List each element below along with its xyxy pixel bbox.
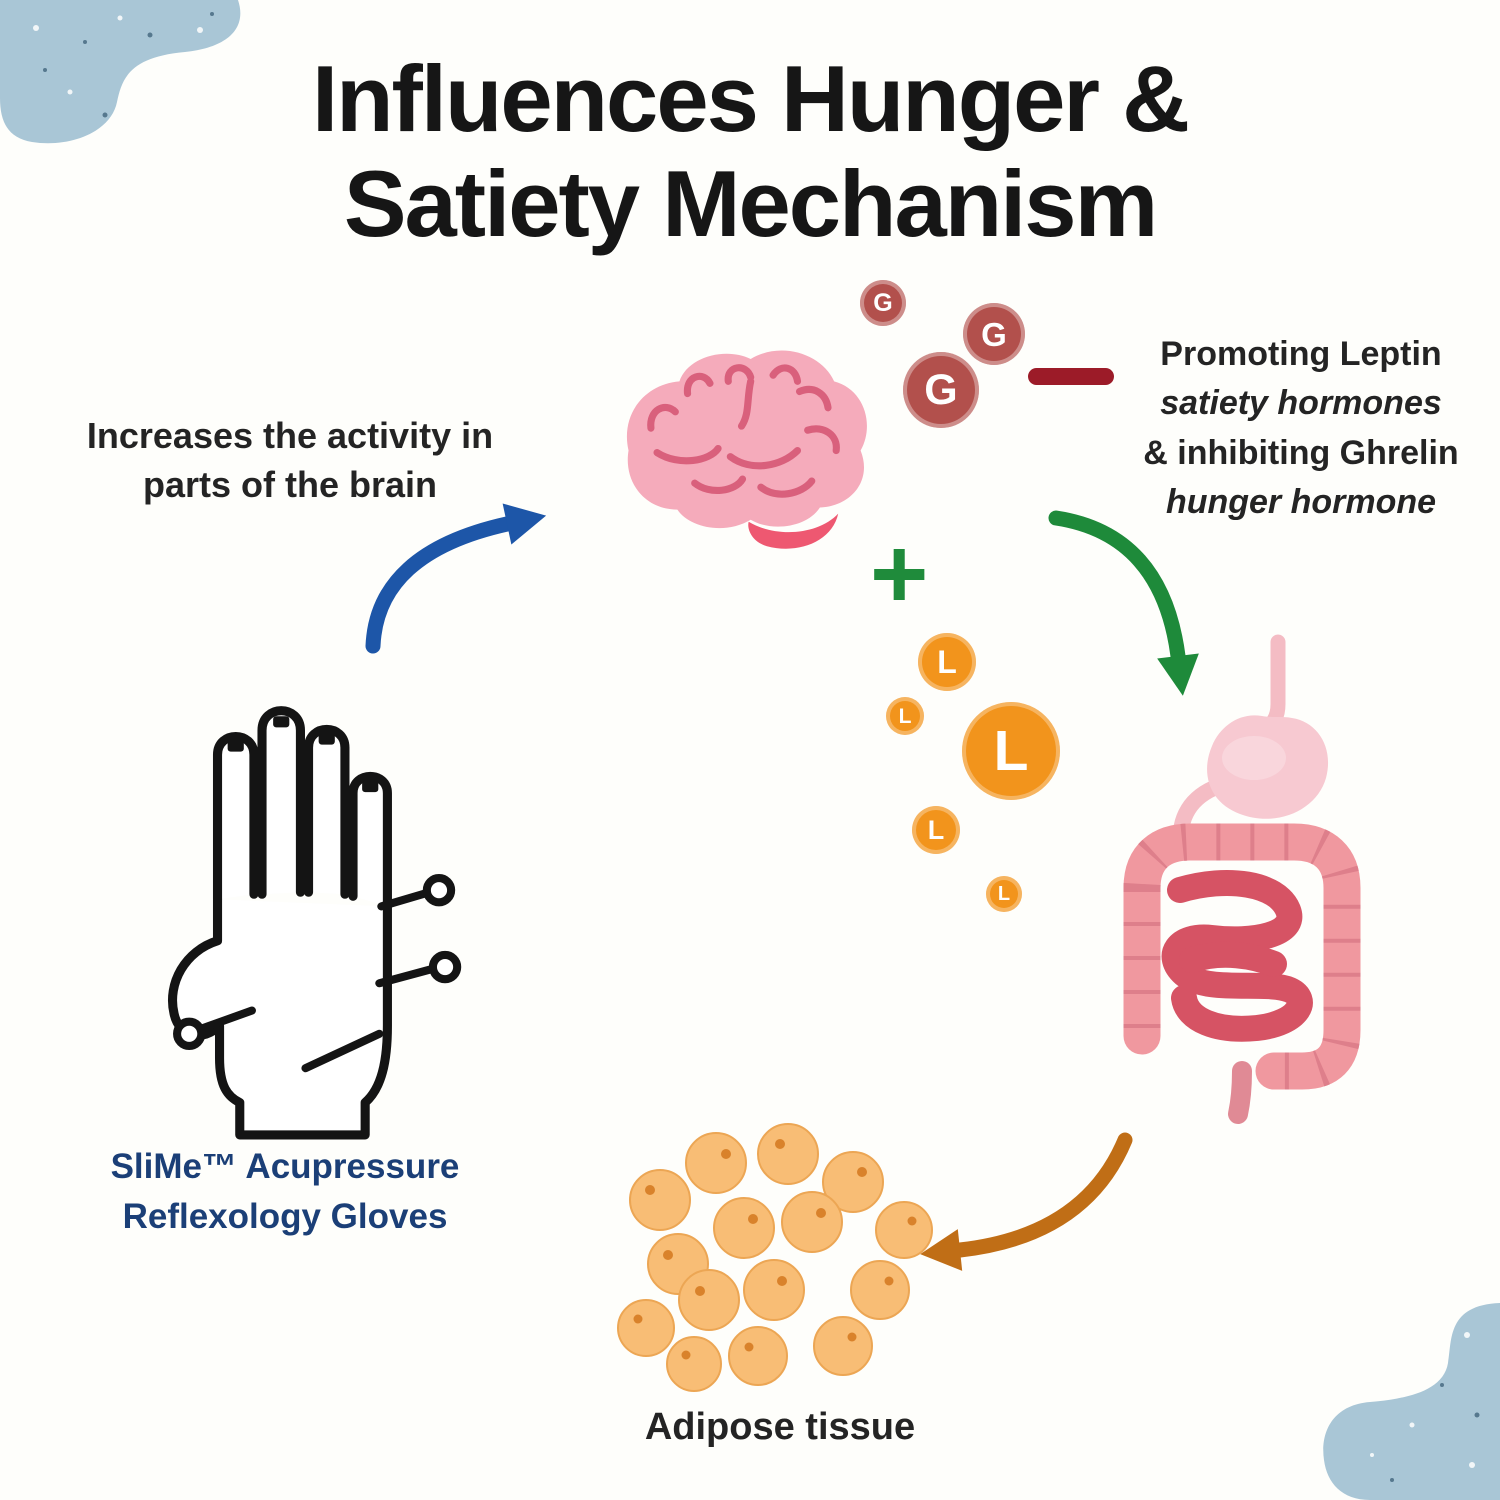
blue-arrow-icon xyxy=(365,503,547,654)
brain-activity-label: Increases the activity in parts of the b… xyxy=(55,412,525,509)
brain-illustration xyxy=(626,350,867,549)
page-title-line1: Influences Hunger & xyxy=(311,46,1190,151)
hormone-effect-line1: Promoting Leptin xyxy=(1160,335,1442,373)
acupressure-glove-illustration xyxy=(168,706,462,1140)
leptin-circle: L xyxy=(986,876,1022,912)
leptin-circle: L xyxy=(918,633,976,691)
adipose-tissue-label: Adipose tissue xyxy=(644,1406,916,1448)
corner-blob-top-left xyxy=(0,0,241,144)
ghrelin-circle: G xyxy=(860,280,906,326)
leptin-circle: L xyxy=(912,806,960,854)
hormone-effect-line3: & inhibiting Ghrelin xyxy=(1143,433,1459,472)
product-label-line1: SliMe™ Acupressure xyxy=(110,1147,460,1186)
brain-activity-label-line1: Increases the activity in xyxy=(86,415,494,456)
ghrelin-circle: G xyxy=(903,352,979,428)
leptin-circle: L xyxy=(886,697,924,735)
adipose-tissue-illustration xyxy=(617,1123,933,1392)
brain-activity-label-line2: parts of the brain xyxy=(142,463,438,505)
corner-blob-bottom-right xyxy=(1323,1303,1500,1500)
plus-symbol: + xyxy=(870,518,929,630)
page-title-line2: Satiety Mechanism xyxy=(343,151,1158,257)
green-arrow-icon xyxy=(1048,510,1199,696)
hormone-effect-line2: satiety hormones xyxy=(1160,384,1442,423)
ghrelin-circle: G xyxy=(963,303,1025,365)
hormone-effect-label: Promoting Leptin satiety hormones & inhi… xyxy=(1116,330,1486,527)
product-label: SliMe™ Acupressure Reflexology Gloves xyxy=(68,1142,502,1241)
leptin-circle: L xyxy=(962,702,1060,800)
digestive-system-illustration xyxy=(1123,634,1361,1124)
product-label-line2: Reflexology Gloves xyxy=(122,1196,448,1236)
orange-arrow-icon xyxy=(920,1132,1133,1271)
page-title: Influences Hunger & Satiety Mechanism xyxy=(0,46,1500,257)
hormone-effect-line4: hunger hormone xyxy=(1165,482,1437,521)
minus-symbol xyxy=(1028,368,1114,385)
